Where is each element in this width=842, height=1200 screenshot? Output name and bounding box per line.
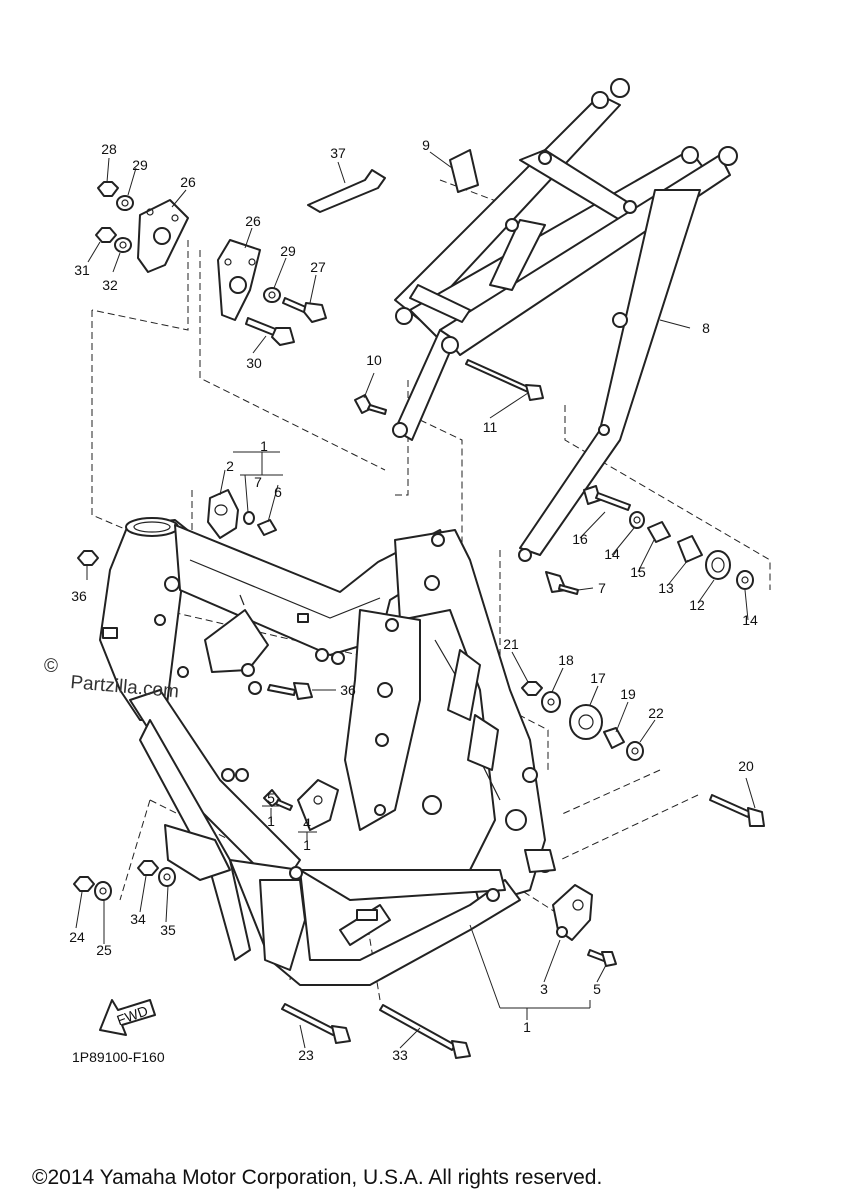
callout-labels: 28 29 26 31 32 26 29 27 30 37 9 10 11 8 …	[69, 137, 758, 1063]
callout-34: 34	[130, 911, 146, 927]
diagram-code: 1P89100-F160	[72, 1049, 165, 1065]
callout-24: 24	[69, 929, 85, 945]
callout-8: 8	[702, 320, 710, 336]
callout-1: 1	[267, 813, 275, 829]
fwd-arrow: FWD	[99, 999, 156, 1036]
callout-26: 26	[180, 174, 196, 190]
callout-6: 6	[274, 484, 282, 500]
callout-10: 10	[366, 352, 382, 368]
callout-29: 29	[280, 243, 296, 259]
callout-25: 25	[96, 942, 112, 958]
callout-27: 27	[310, 259, 326, 275]
callout-37: 37	[330, 145, 346, 161]
callout-18: 18	[558, 652, 574, 668]
callout-31: 31	[74, 262, 90, 278]
callout-13: 13	[658, 580, 674, 596]
leader-lines	[75, 151, 756, 1049]
callout-14: 14	[604, 546, 620, 562]
callout-16: 16	[572, 531, 588, 547]
callout-11: 11	[483, 419, 498, 435]
callout-5: 5	[267, 790, 275, 806]
callout-1: 1	[303, 837, 311, 853]
callout-23: 23	[298, 1047, 314, 1063]
callout-33: 33	[392, 1047, 408, 1063]
callout-26: 26	[245, 213, 261, 229]
callout-20: 20	[738, 758, 754, 774]
callout-36: 36	[71, 588, 87, 604]
callout-15: 15	[630, 564, 646, 580]
callout-2: 2	[226, 458, 234, 474]
callout-17: 17	[590, 670, 606, 686]
callout-21: 21	[503, 636, 519, 652]
loose-parts	[73, 149, 765, 1059]
callout-7: 7	[254, 474, 262, 490]
callout-28: 28	[101, 141, 117, 157]
callout-14: 14	[742, 612, 758, 628]
callout-30: 30	[246, 355, 262, 371]
callout-29: 29	[132, 157, 148, 173]
callout-36: 36	[340, 682, 356, 698]
rear-subframe	[392, 78, 738, 562]
callout-12: 12	[689, 597, 705, 613]
copyright-footer: ©2014 Yamaha Motor Corporation, U.S.A. A…	[32, 1166, 602, 1189]
callout-19: 19	[620, 686, 636, 702]
callout-35: 35	[160, 922, 176, 938]
main-frame	[99, 517, 556, 986]
watermark-symbol: ©	[44, 656, 58, 677]
callout-7: 7	[598, 580, 606, 596]
callout-1: 1	[260, 438, 268, 454]
callout-1: 1	[523, 1019, 531, 1035]
callout-9: 9	[422, 137, 430, 153]
callout-22: 22	[648, 705, 664, 721]
callout-4: 4	[303, 815, 311, 831]
callout-5: 5	[593, 981, 601, 997]
callout-3: 3	[540, 981, 548, 997]
callout-32: 32	[102, 277, 118, 293]
fwd-label: FWD	[115, 1002, 150, 1028]
